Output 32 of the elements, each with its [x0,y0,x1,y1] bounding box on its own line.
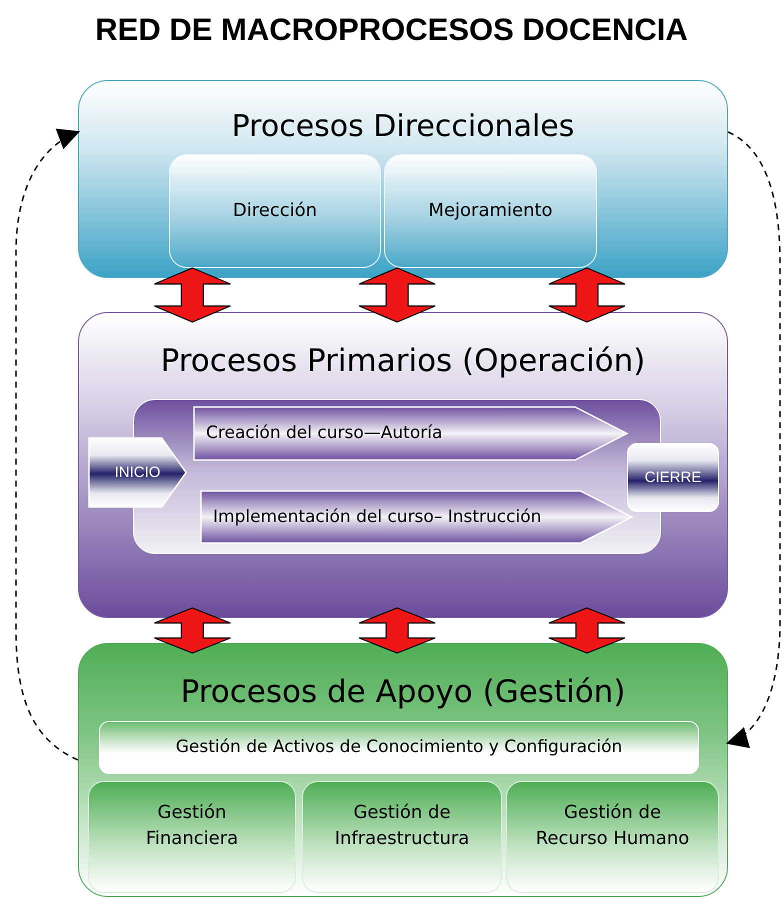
double-block-arrow [154,267,231,323]
process-label: Gestión Financiera [144,801,240,852]
process-label: Gestión de Recurso Humano [534,801,690,852]
process-label: Dirección [232,198,318,223]
process-label: Creación del curso—Autoría [206,422,442,446]
process-box [506,781,719,893]
double-block-arrow [154,607,231,654]
process-label: Mejoramiento [428,198,553,223]
process-box [384,154,597,268]
double-block-arrow [548,607,626,654]
process-label: Gestión de Activos de Conocimiento y Configuración [176,736,622,760]
process-bar [99,721,699,774]
group-heading: Procesos de Apoyo (Gestión) [180,674,626,710]
process-label: Gestión de Infraestructura [334,801,470,852]
process-label: Implementación del curso– Instrucción [213,506,542,529]
process-group-panel [78,643,728,897]
process-label: CIERRE [644,468,702,488]
group-heading: Procesos Primarios (Operación) [160,343,646,379]
double-block-arrow [548,267,626,323]
double-block-arrow [358,607,436,654]
double-block-arrow [358,267,436,323]
process-label: INICIO [114,462,160,483]
process-group-panel [78,312,728,618]
group-heading: Procesos Direccionales [230,109,576,144]
process-box [88,781,296,893]
dashed-arrow [726,131,781,746]
diagram-title: RED DE MACROPROCESOS DOCENCIA [94,12,689,48]
dashed-arrow [15,130,80,761]
process-box [302,781,502,893]
process-group-panel [78,80,728,278]
end-box [627,443,719,512]
process-box [169,154,381,268]
